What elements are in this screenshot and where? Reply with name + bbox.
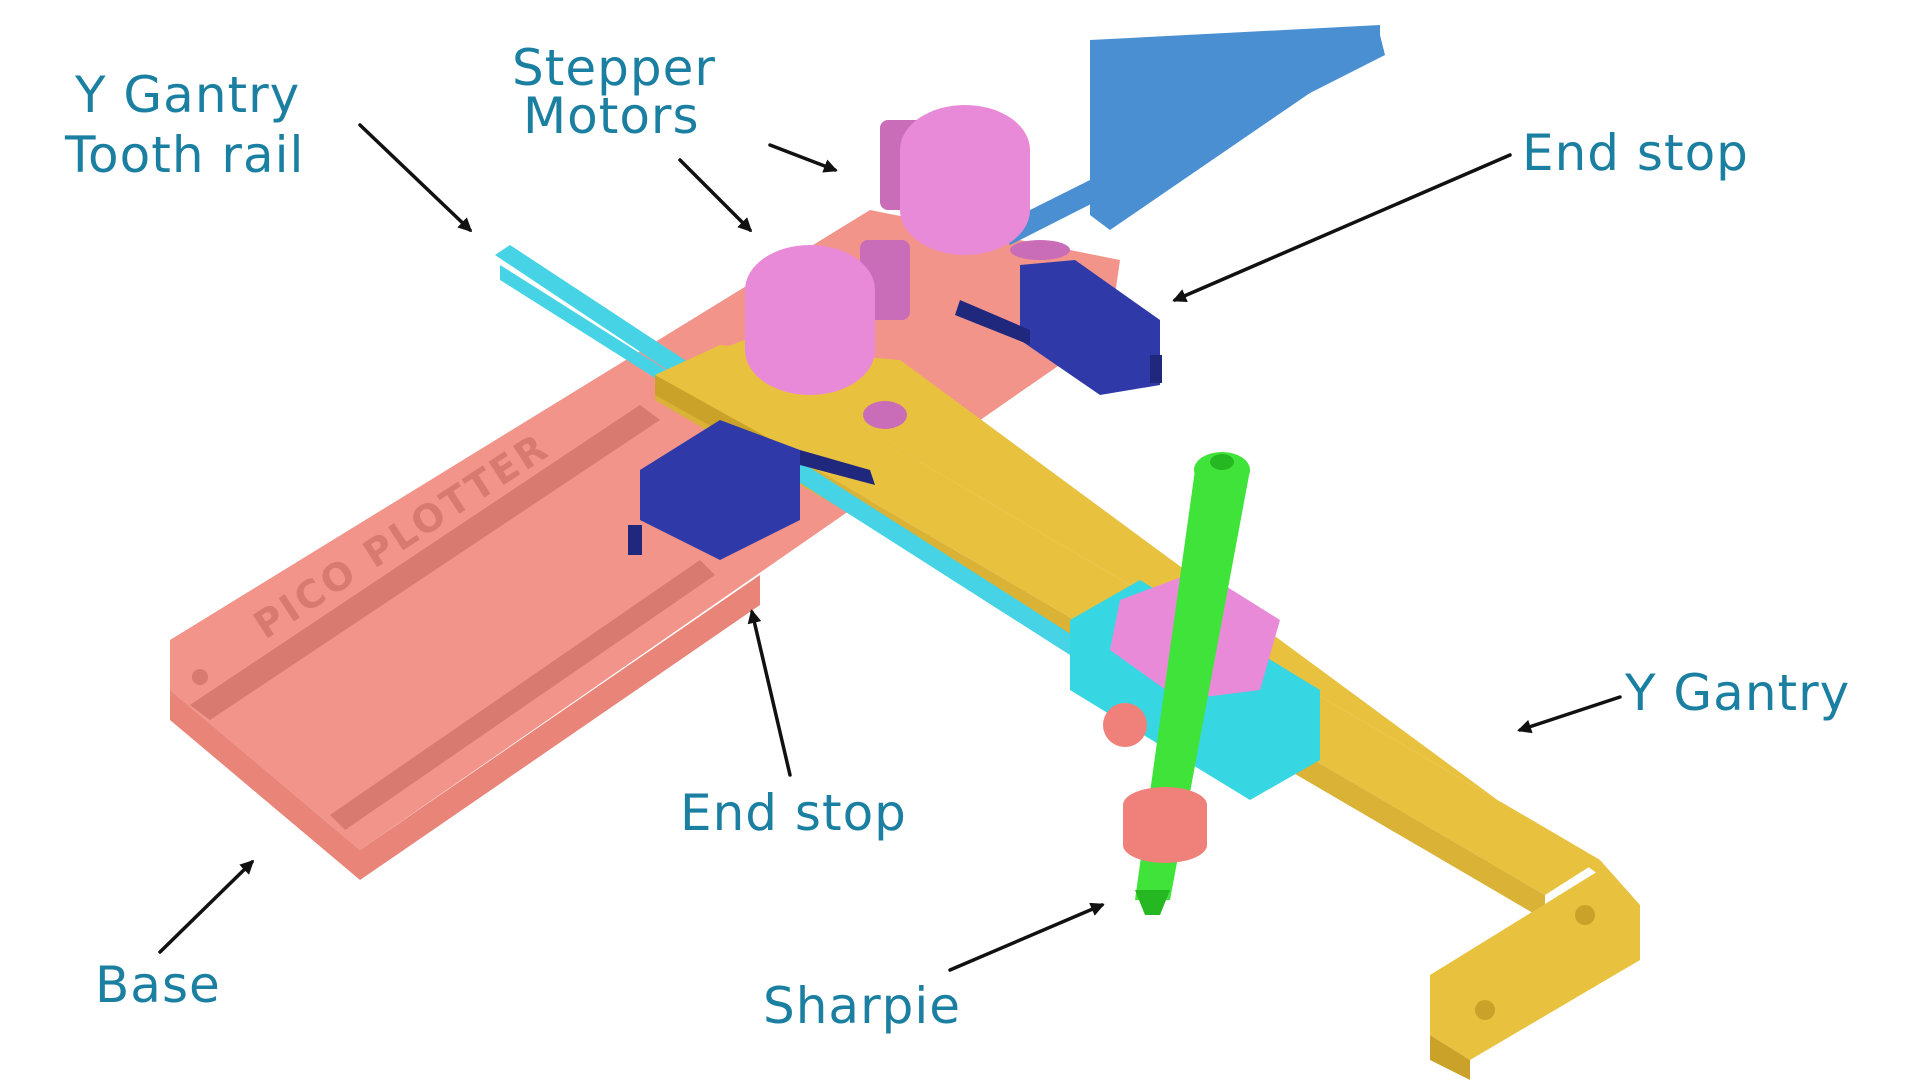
arrow-end-stop-bottom	[747, 609, 792, 777]
callout-arrows	[158, 123, 1622, 972]
label-sharpie: Sharpie	[763, 977, 961, 1035]
label-stepper-line1: Stepper	[512, 39, 716, 97]
y-tooth-rail	[495, 245, 700, 400]
arrow-base	[158, 859, 255, 954]
stepper-motor-back	[880, 105, 1070, 260]
sharpie-pen	[1103, 452, 1250, 915]
end-stop-switch-front	[628, 420, 875, 560]
arrow-sharpie	[948, 902, 1105, 972]
end-stop-switch-back	[955, 260, 1162, 395]
arrow-motors-back	[768, 143, 838, 173]
stepper-motor-front	[745, 240, 910, 429]
label-stepper-line2: Motors	[523, 87, 700, 145]
arrow-motors-front	[678, 158, 753, 233]
label-end-stop-bottom: End stop	[680, 784, 907, 842]
arrow-y-gantry	[1517, 695, 1622, 734]
x-tooth-rail	[1000, 25, 1385, 245]
callout-labels: Y Gantry Tooth rail Stepper Motors End s…	[64, 39, 1850, 1035]
label-y-gantry-rail-line2: Tooth rail	[64, 126, 304, 184]
arrow-end-stop-top	[1172, 153, 1512, 303]
arrow-y-rail	[358, 123, 473, 233]
label-y-gantry: Y Gantry	[1624, 664, 1850, 722]
label-base: Base	[95, 956, 221, 1014]
label-y-gantry-rail-line1: Y Gantry	[74, 66, 300, 124]
label-end-stop-top: End stop	[1522, 124, 1749, 182]
